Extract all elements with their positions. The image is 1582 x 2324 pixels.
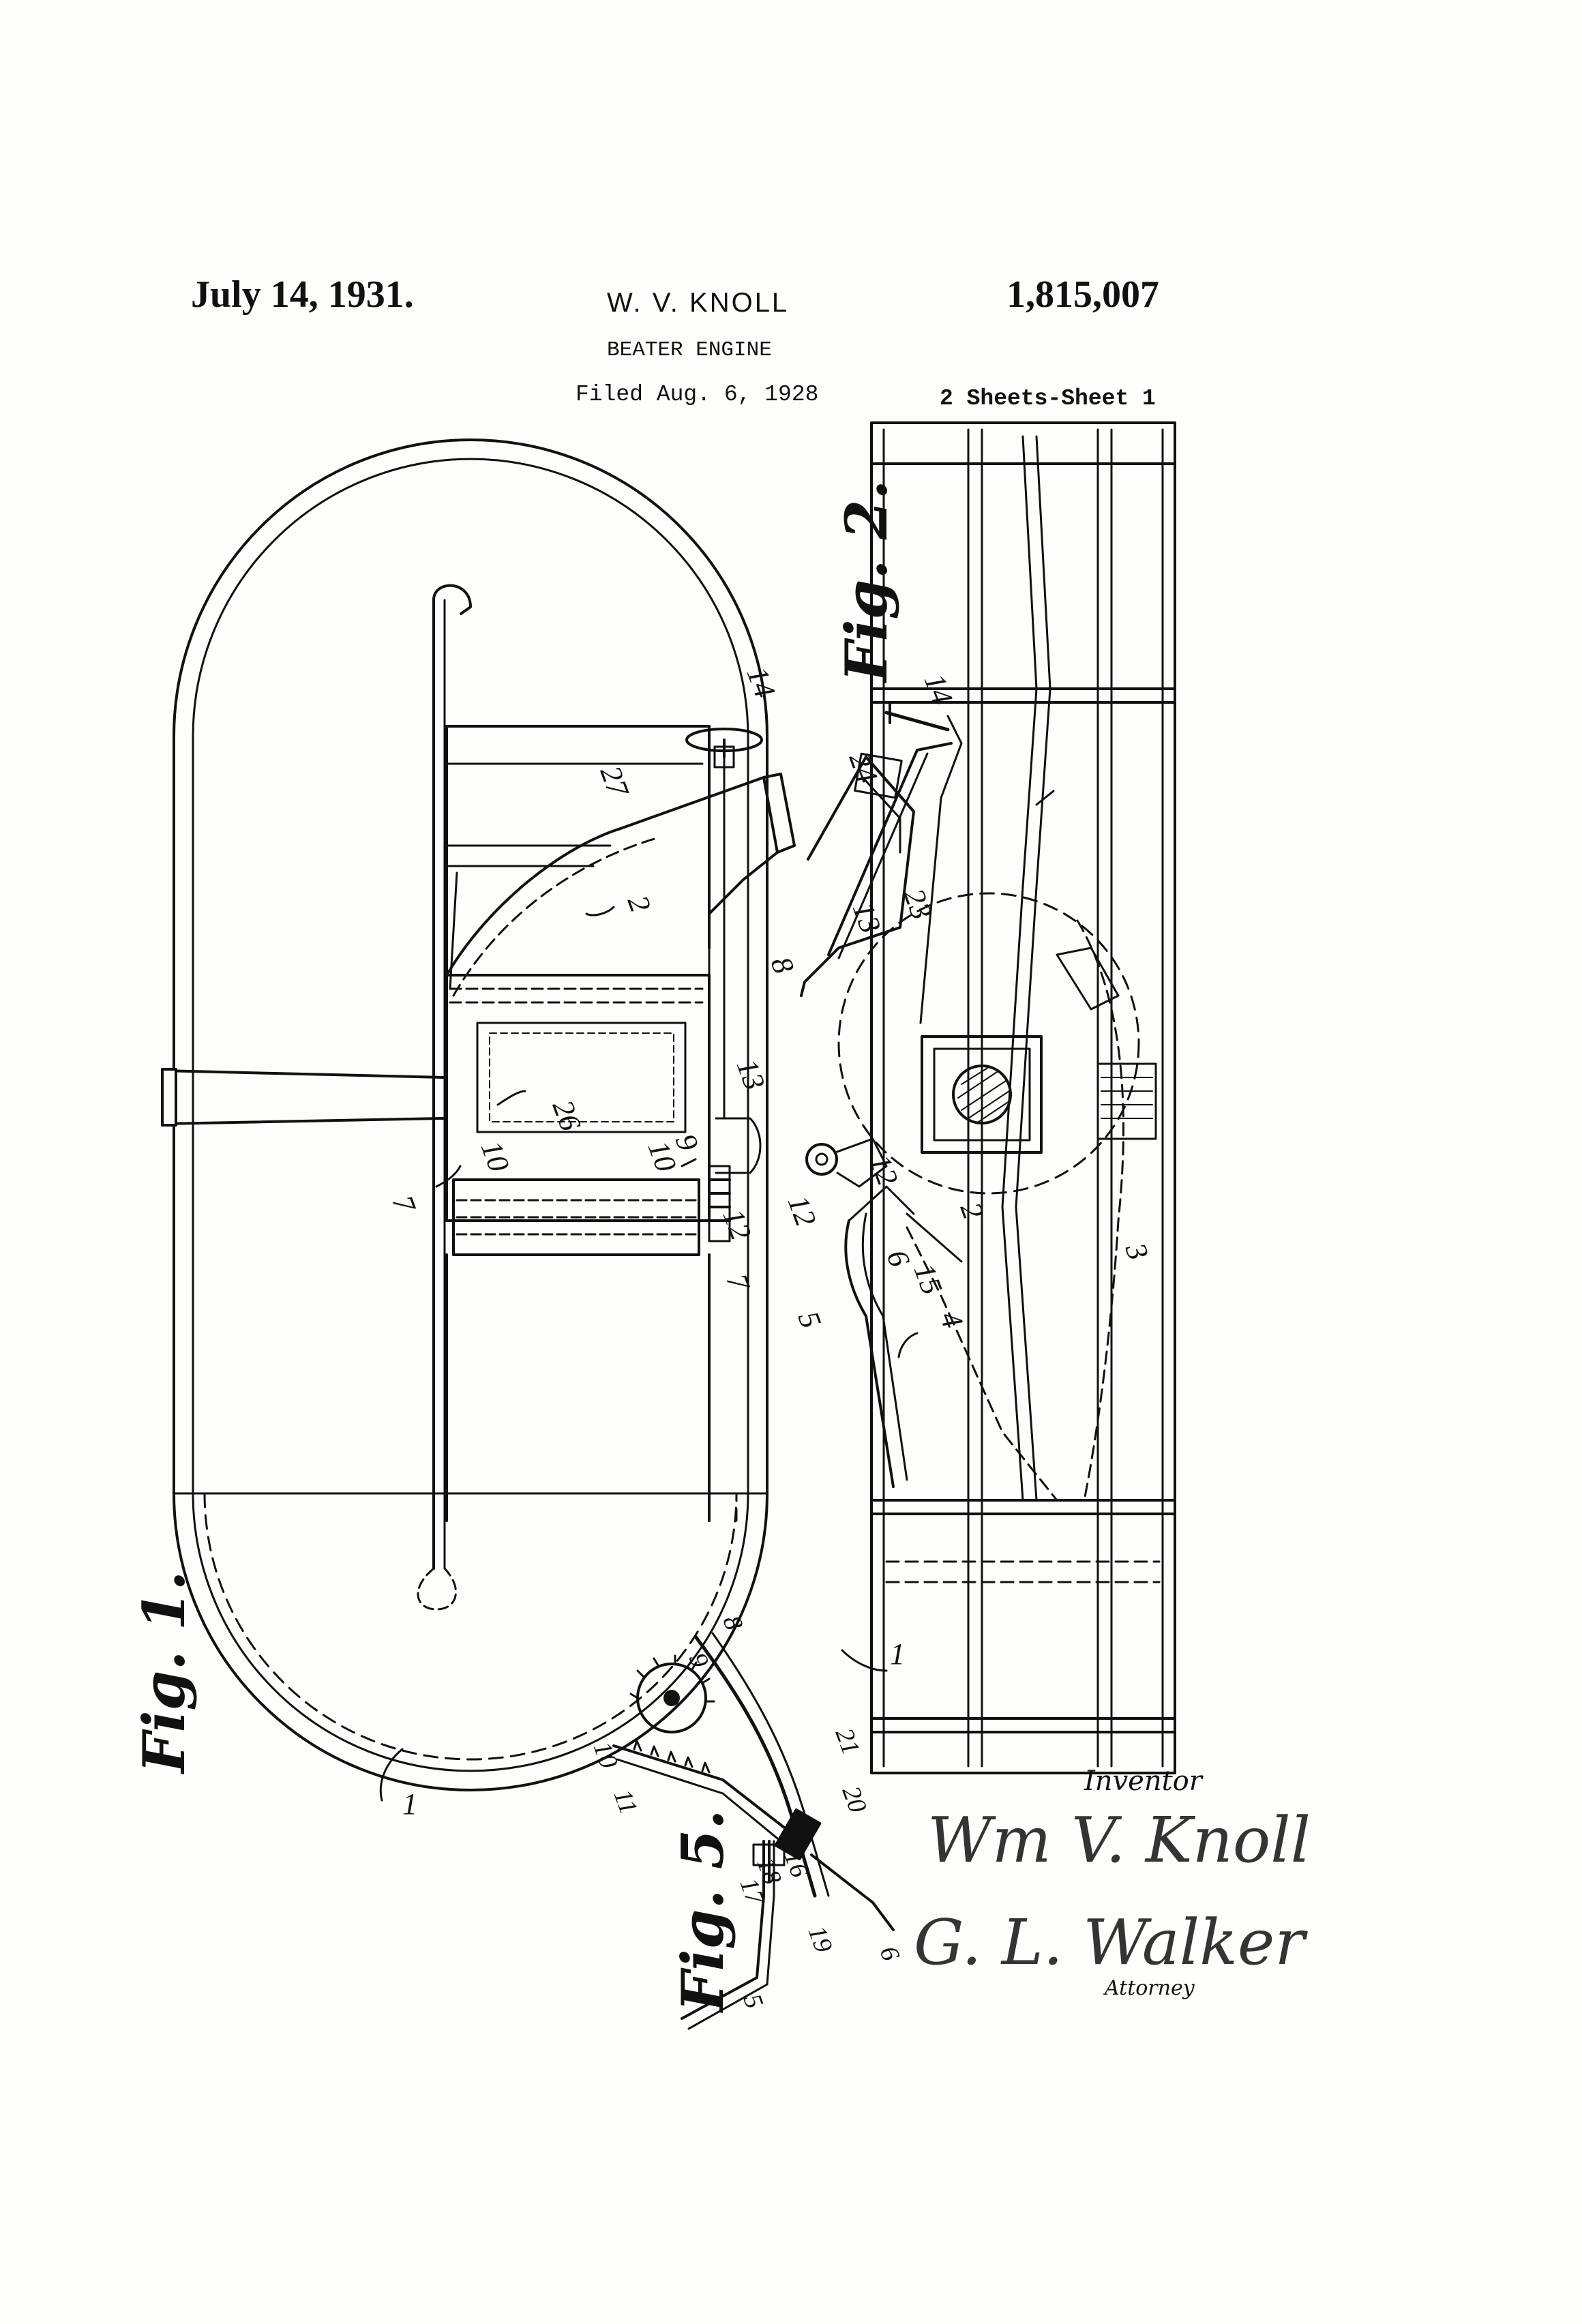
numeral: 1 <box>890 1637 905 1671</box>
numeral: 6 <box>880 1246 917 1271</box>
numeral: 2 <box>621 891 658 917</box>
numeral: 7 <box>720 1270 757 1296</box>
filing-date: Filed Aug. 6, 1928 <box>576 382 819 407</box>
fig2-caption: Fig. 2. <box>833 480 900 683</box>
numeral: 13 <box>730 1055 772 1094</box>
fig5-caption: Fig. 5. <box>669 1810 736 2013</box>
figure-captions: Fig. 1. Fig. 2. Fig. 5. <box>130 480 900 2013</box>
invention-title: BEATER ENGINE <box>607 338 772 362</box>
sheet-count: 2 Sheets-Sheet 1 <box>940 386 1156 411</box>
numeral: 14 <box>741 663 782 702</box>
numeral: 10 <box>475 1137 516 1176</box>
inventor-signature: Wm V. Knoll <box>927 1804 1311 1877</box>
leader-lines <box>379 790 1055 1802</box>
numeral: 4 <box>934 1307 970 1332</box>
fig1-plan-view <box>161 438 796 1791</box>
fig5-detail-view <box>612 1632 895 2030</box>
attorney-signature: G. L. Walker <box>914 1906 1308 1979</box>
patent-date: July 14, 1931. <box>191 273 414 316</box>
numeral: 12 <box>863 1150 905 1190</box>
inventor-label: Inventor <box>1084 1766 1204 1797</box>
numeral: 7 <box>386 1191 423 1218</box>
numeral: 12 <box>717 1205 758 1245</box>
attorney-label: Attorney <box>1103 1976 1195 2000</box>
signature-block: Inventor Wm V. Knoll G. L. Walker Attorn… <box>914 1766 1311 2000</box>
numeral: 8 <box>764 953 801 978</box>
numeral: 15 <box>908 1260 949 1299</box>
numeral: 24 <box>843 748 884 788</box>
numeral: 5 <box>738 1991 769 2012</box>
numeral: 2 <box>954 1198 991 1223</box>
fig1-caption: Fig. 1. <box>130 1571 198 1774</box>
numeral: 19 <box>803 1922 838 1956</box>
numeral: 1 <box>402 1787 417 1821</box>
numeral: 27 <box>594 762 636 803</box>
reference-numerals-fig2: 1 2 3 4 5 6 8 12 12 13 14 15 23 24 <box>764 670 1156 1671</box>
inventor-name: W. V. KNOLL <box>607 288 790 318</box>
numeral: 11 <box>608 1786 644 1818</box>
numeral: 12 <box>781 1191 823 1231</box>
patent-number: 1,815,007 <box>1006 273 1159 316</box>
fig2-elevation-view <box>800 421 1176 1774</box>
numeral: 5 <box>792 1307 829 1332</box>
numeral: 13 <box>846 898 888 938</box>
numeral: 21 <box>830 1725 865 1759</box>
numeral: 20 <box>837 1783 872 1817</box>
numeral: 26 <box>546 1096 588 1135</box>
numeral: 3 <box>1118 1238 1155 1264</box>
numeral: 6 <box>874 1943 906 1965</box>
